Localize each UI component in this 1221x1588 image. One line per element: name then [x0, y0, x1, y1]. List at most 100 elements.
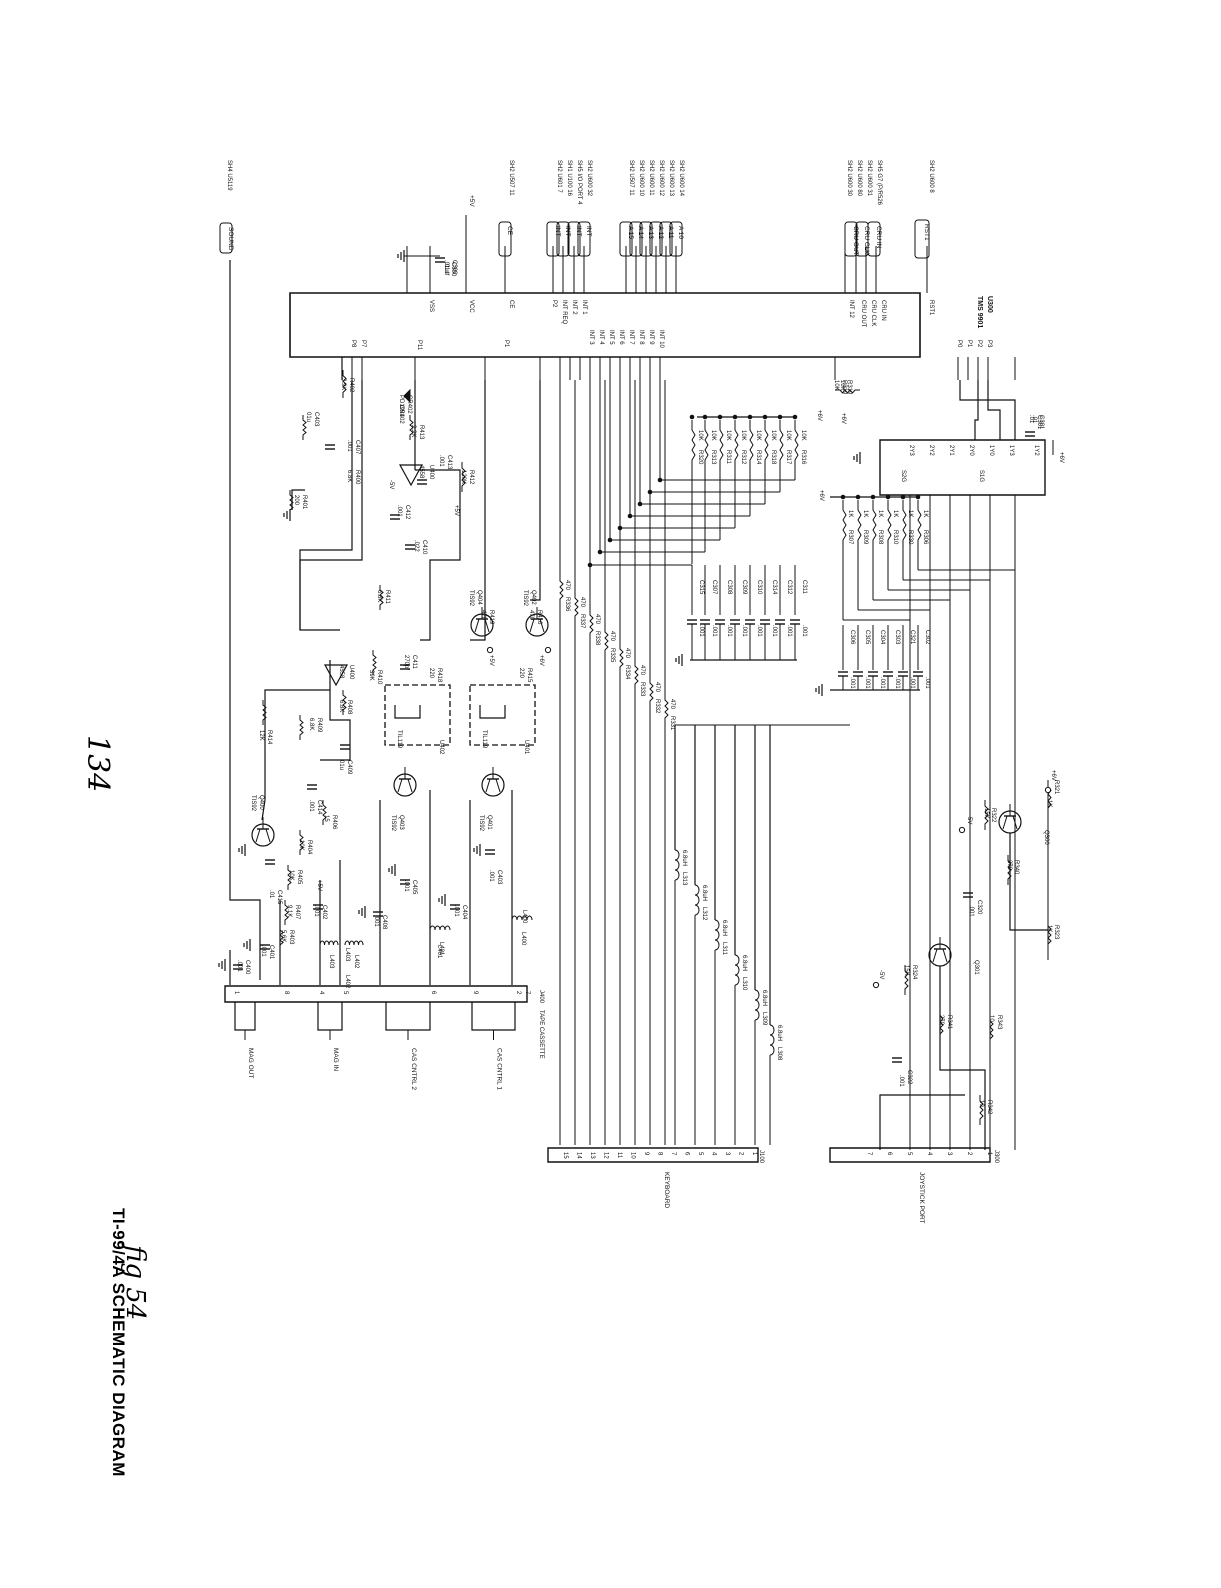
audio-ref-11: R411 — [384, 590, 390, 605]
q402-transistor-collector — [540, 619, 544, 632]
key-ref-4: R334 — [624, 665, 630, 680]
u300-ref: U300 — [986, 296, 993, 313]
r403-res — [280, 925, 283, 950]
pullup-ref-6: R313 — [710, 450, 716, 465]
j400-signal-0: MAG OUT — [247, 1048, 254, 1078]
r319 — [835, 390, 860, 393]
q404-transistor-emitter — [475, 619, 479, 632]
r321-ref: R321 — [1053, 780, 1059, 795]
u401-opto — [470, 685, 535, 745]
q400-ref: Q400 — [258, 795, 264, 810]
cap1-ref-1: C312 — [786, 580, 792, 595]
pullup-ref-3: R314 — [755, 450, 761, 465]
u301-pin-1y2: 1Y2 — [1033, 445, 1039, 456]
l402-ref: L402 — [353, 955, 359, 969]
audio-val-24: 5.6K — [280, 930, 286, 942]
pullup-r312 — [735, 420, 738, 470]
tag-src-11: SH2 U600 32 — [586, 160, 592, 197]
cap2-ref-5: C306 — [849, 630, 855, 645]
cap1-val-3: .001 — [756, 625, 762, 637]
pullup-junction-3 — [747, 414, 753, 420]
int-bus-dot-5 — [607, 537, 613, 543]
cap2-val-4: .001 — [864, 677, 870, 689]
cap1-val-4: .001 — [741, 625, 747, 637]
joy-link-c — [880, 1095, 965, 1150]
r343-val: 10 — [988, 1015, 994, 1022]
q401-transistor-collector — [496, 779, 500, 792]
tag-int-3-text: INT — [554, 226, 561, 237]
aw-9 — [262, 690, 330, 820]
tag-a11-text: A 11 — [667, 226, 674, 239]
j400-leg-1 — [318, 1002, 342, 1030]
aw-10 — [230, 260, 260, 980]
key-ref-0: R336 — [564, 597, 570, 612]
tag-src-12: SH5 I/O PORT 4 — [576, 160, 582, 205]
u401-inner — [480, 705, 505, 718]
u301-rail: +6V — [1058, 452, 1064, 463]
audio-ref-30: C408 — [381, 915, 387, 930]
tag-int-0 — [578, 222, 590, 256]
u400b-ref: U400 — [348, 665, 354, 680]
audio-val-2: .001 — [346, 440, 352, 452]
cap1-ref-6: C307 — [711, 580, 717, 595]
aw-5 — [415, 470, 460, 640]
r408-res — [343, 690, 346, 715]
ind-val-0: 6.8uH — [681, 850, 687, 866]
key-val-5: 470 — [639, 665, 645, 676]
j100-pin-6: 7 — [670, 1152, 676, 1156]
l401-coil — [430, 926, 450, 930]
ind-val-2: 6.8uH — [721, 920, 727, 936]
j300-pin-0: 1 — [986, 1152, 992, 1156]
audio-val-30: .001 — [373, 915, 379, 927]
ind-ref-0: L313 — [681, 872, 687, 886]
key-ref-7: R331 — [669, 716, 675, 731]
u300-pin-label2-0: INT 10 — [658, 330, 664, 349]
r342-ref: R342 — [986, 1100, 992, 1115]
u300-pin-label2-7: INT 3 — [588, 330, 594, 345]
key-r337 — [575, 592, 578, 622]
audio-ref-25: C402 — [321, 905, 327, 920]
joy-ref-2: R310 — [892, 530, 898, 545]
u300-pin-label-5: INT 1 — [581, 300, 587, 315]
cap2-ref-2: C303 — [894, 630, 900, 645]
audio-val-13: 39K — [368, 670, 374, 681]
u300-pin-label2-6: INT 4 — [598, 330, 604, 345]
r340-val: 270 — [1006, 860, 1012, 871]
r343-ref: R343 — [996, 1015, 1002, 1030]
u301-pin-2y1: 2Y1 — [948, 445, 954, 456]
u300-pin-label2-2: INT 8 — [638, 330, 644, 345]
c301-val: .01 — [1031, 415, 1037, 424]
u401-ref: U401 — [523, 740, 529, 755]
audio-val-7: .001 — [438, 455, 444, 467]
key-val-1: 470 — [579, 597, 585, 608]
joy-r306 — [918, 500, 921, 550]
tag-src-9: SH2 U600 10 — [638, 160, 644, 197]
cap1-ref-3: C310 — [756, 580, 762, 595]
j100-name: KEYBOARD — [663, 1172, 670, 1208]
audio-ref-36: R418 — [436, 668, 442, 683]
r404-res — [300, 830, 303, 855]
audio-ref-27: C400 — [244, 960, 250, 975]
c322-val: .001 — [898, 1075, 904, 1087]
audio-val-41: .01 — [1028, 415, 1034, 424]
r340 — [1008, 855, 1011, 885]
u402-ref: U402 — [438, 740, 444, 755]
cap1-ref-0: C311 — [801, 580, 807, 595]
tag-src-1: SH5 G7 (P/R526 — [876, 160, 882, 206]
j100-pin-5: 6 — [684, 1152, 690, 1156]
audio-ref-1: C403 — [313, 412, 319, 427]
aw-3 — [300, 380, 362, 630]
pullup-junction-0 — [792, 414, 798, 420]
tag-a14-text: A 14 — [637, 226, 644, 239]
r323-val: 1K — [1046, 925, 1052, 932]
audio-ref-41: C301 — [1036, 415, 1042, 430]
u301-link3 — [975, 380, 978, 440]
audio-ref-12: C411 — [411, 655, 417, 670]
j100-pin-11: 12 — [603, 1152, 609, 1159]
aw-7 — [530, 380, 540, 600]
tag-ce-text: CE — [506, 226, 513, 236]
ind-l312 — [695, 885, 699, 915]
audio-val-1: 01u — [305, 412, 311, 422]
audio-rail-neg: -5V — [388, 480, 394, 489]
u300-pin-label2-4: INT 6 — [618, 330, 624, 345]
